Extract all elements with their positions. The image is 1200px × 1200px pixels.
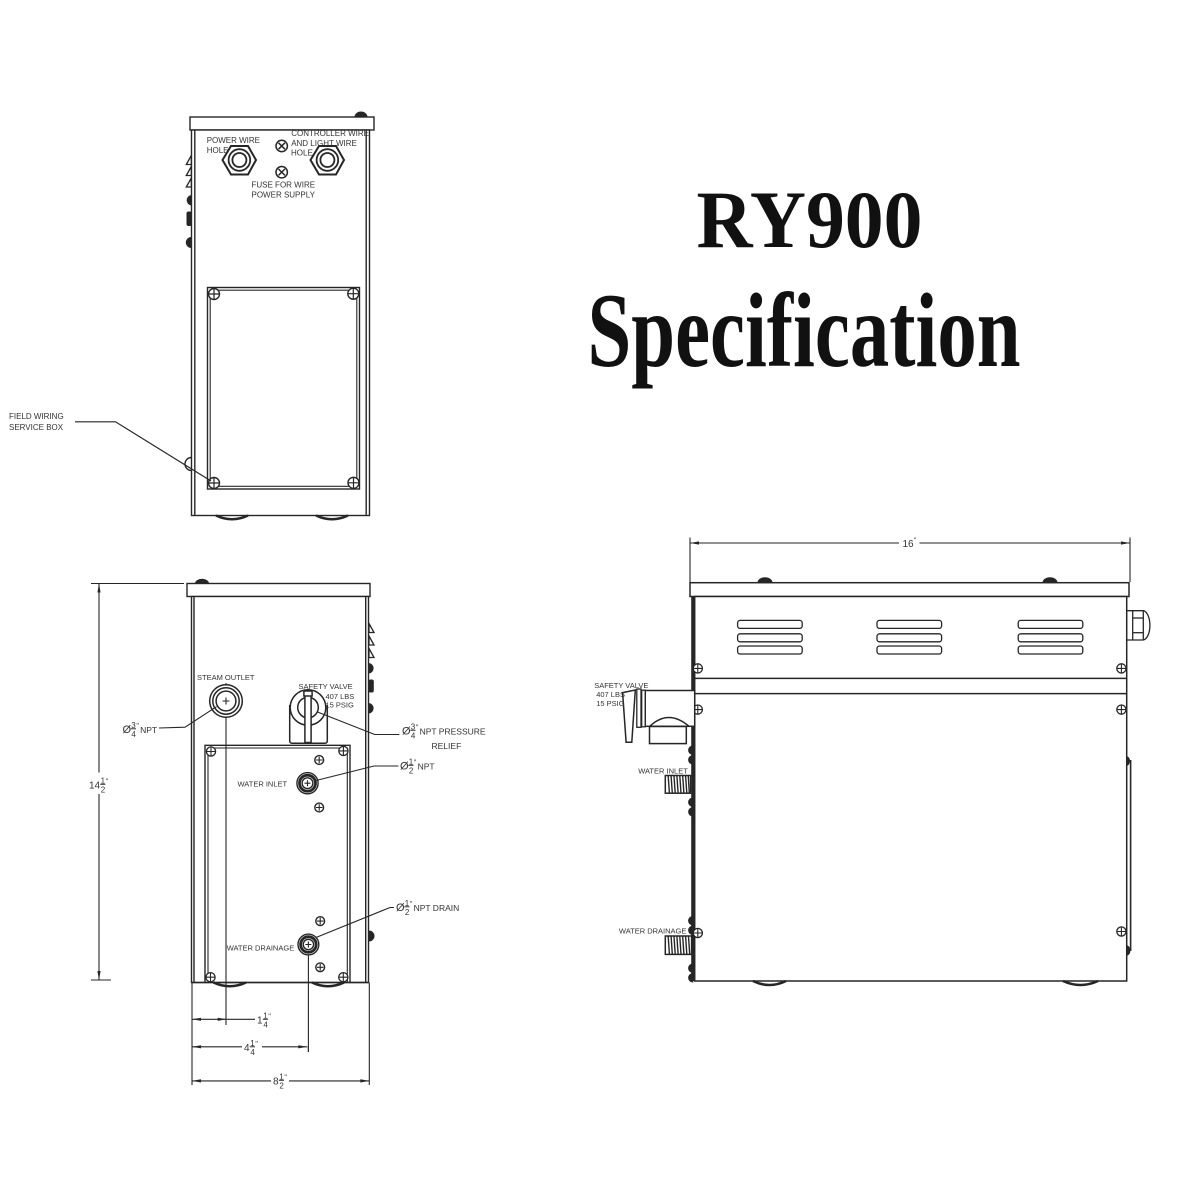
svg-text:1: 1	[250, 1039, 255, 1048]
svg-text:4: 4	[131, 730, 136, 739]
svg-text:3: 3	[131, 721, 136, 730]
svg-text:Ø: Ø	[123, 724, 132, 736]
svg-text:4: 4	[250, 1048, 255, 1057]
svg-text:4: 4	[411, 731, 416, 740]
svg-text:": "	[255, 1041, 258, 1048]
svg-text:15 PSIG: 15 PSIG	[596, 699, 625, 708]
svg-text:1: 1	[263, 1011, 268, 1020]
svg-text:": "	[268, 1014, 271, 1021]
svg-text:4: 4	[244, 1043, 250, 1054]
svg-text:FIELD WIRING: FIELD WIRING	[9, 412, 64, 421]
svg-text:": "	[914, 538, 917, 545]
svg-text:": "	[410, 901, 413, 908]
svg-text:WATER DRAINAGE: WATER DRAINAGE	[619, 927, 687, 936]
svg-text:WATER DRAINAGE: WATER DRAINAGE	[227, 944, 295, 953]
svg-text:14: 14	[89, 781, 101, 792]
svg-text:SERVICE BOX: SERVICE BOX	[9, 423, 64, 432]
svg-text:4: 4	[263, 1020, 268, 1029]
svg-text:STEAM OUTLET: STEAM OUTLET	[197, 673, 255, 682]
svg-text:407 LBS: 407 LBS	[326, 692, 355, 701]
svg-text:": "	[136, 723, 139, 730]
svg-text:407 LBS: 407 LBS	[596, 690, 625, 699]
svg-text:": "	[106, 779, 109, 786]
svg-text:Specification: Specification	[588, 272, 1021, 389]
svg-text:2: 2	[409, 766, 414, 775]
svg-text:NPT DRAIN: NPT DRAIN	[414, 903, 460, 913]
svg-text:NPT PRESSURE: NPT PRESSURE	[420, 727, 486, 737]
svg-text:SAFETY VALVE: SAFETY VALVE	[299, 682, 353, 691]
svg-text:SAFETY VALVE: SAFETY VALVE	[594, 681, 648, 690]
svg-text:": "	[284, 1075, 287, 1082]
svg-text:WATER INLET: WATER INLET	[238, 780, 288, 789]
svg-text:": "	[416, 725, 419, 732]
svg-text:Ø: Ø	[400, 761, 409, 773]
svg-text:": "	[414, 760, 417, 767]
svg-text:1: 1	[405, 899, 410, 908]
svg-text:HOLE: HOLE	[291, 148, 313, 157]
svg-text:FUSE FOR WIRE: FUSE FOR WIRE	[252, 181, 316, 190]
svg-text:3: 3	[411, 722, 416, 731]
svg-text:1: 1	[409, 757, 414, 766]
svg-text:2: 2	[405, 908, 410, 917]
svg-text:1: 1	[101, 776, 106, 785]
svg-text:NPT: NPT	[418, 762, 435, 772]
svg-text:RY900: RY900	[697, 174, 923, 265]
svg-text:2: 2	[279, 1081, 284, 1090]
svg-text:NPT: NPT	[140, 725, 157, 735]
svg-text:8: 8	[273, 1077, 279, 1088]
svg-text:2: 2	[101, 785, 106, 794]
svg-text:16: 16	[903, 539, 915, 550]
svg-text:1: 1	[279, 1072, 284, 1081]
svg-text:POWER WIRE: POWER WIRE	[207, 136, 260, 145]
svg-text:15 PSIG: 15 PSIG	[326, 701, 355, 710]
svg-text:Ø: Ø	[402, 726, 411, 738]
svg-text:AND LIGHT WIRE: AND LIGHT WIRE	[291, 139, 357, 148]
svg-text:POWER SUPPLY: POWER SUPPLY	[252, 190, 316, 199]
svg-text:HOLE: HOLE	[207, 146, 229, 155]
svg-text:RELIEF: RELIEF	[432, 741, 462, 751]
svg-text:1: 1	[257, 1016, 263, 1027]
svg-text:Ø: Ø	[396, 902, 405, 914]
svg-text:CONTROLLER WIRE: CONTROLLER WIRE	[291, 129, 369, 138]
svg-text:WATER INLET: WATER INLET	[638, 766, 688, 775]
